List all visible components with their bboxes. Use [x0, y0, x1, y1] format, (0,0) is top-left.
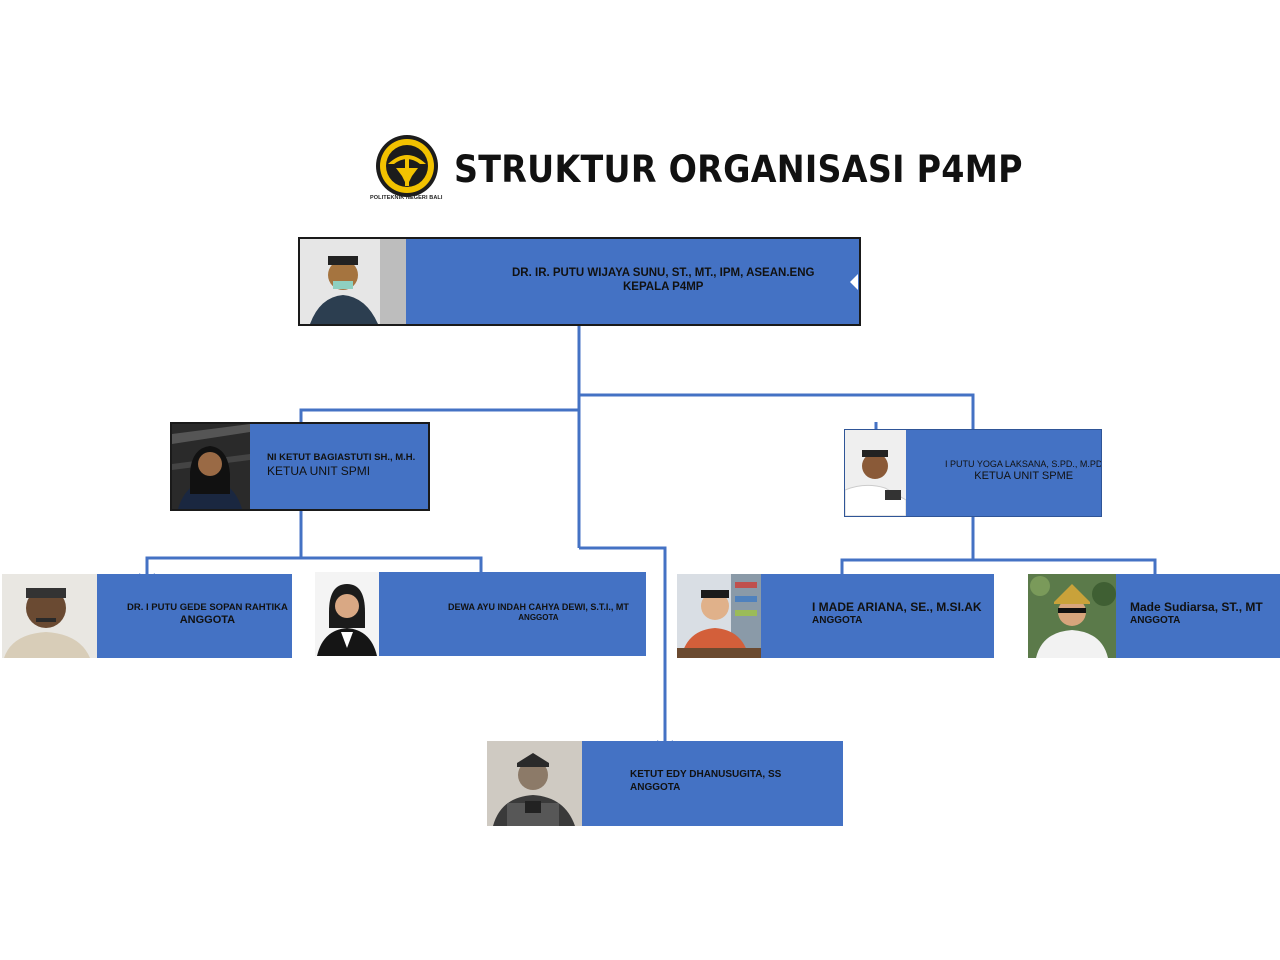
member-box-4: Made Sudiarsa, ST., MT ANGGOTA — [1028, 574, 1280, 658]
head-role: KEPALA P4MP — [622, 281, 704, 294]
spme-text: I PUTU YOGA LAKSANA, S.PD., M.PD KETUA U… — [945, 459, 1101, 484]
member-role-1: ANGGOTA — [179, 613, 236, 626]
member-text-2: DEWA AYU INDAH CAHYA DEWI, S.T.I., MT AN… — [448, 602, 629, 623]
member-name-5: KETUT EDY DHANUSUGITA, SS — [630, 769, 782, 780]
spmi-text: NI KETUT BAGIASTUTI SH., M.H. KETUA UNIT… — [267, 452, 415, 479]
member-box-5: KETUT EDY DHANUSUGITA, SS ANGGOTA — [487, 741, 843, 826]
member-photo-3 — [677, 574, 761, 658]
member-text-5: KETUT EDY DHANUSUGITA, SS ANGGOTA — [630, 769, 781, 794]
spme-photo — [845, 430, 906, 516]
member-name-1: DR. I PUTU GEDE SOPAN RAHTIKA — [127, 602, 288, 613]
head-arrow — [850, 274, 858, 290]
member-photo-2 — [315, 572, 379, 656]
member-role-3: ANGGOTA — [812, 615, 863, 626]
spmi-photo — [172, 424, 250, 509]
member-photo-4 — [1028, 574, 1116, 658]
spmi-name: NI KETUT BAGIASTUTI SH., M.H. — [267, 452, 416, 463]
member-photo-1 — [2, 574, 97, 658]
member-role-4: ANGGOTA — [1130, 615, 1181, 626]
logo-caption: POLITEKNIK NEGERI BALI — [370, 195, 443, 201]
page-title: STRUKTUR ORGANISASI P4MP — [454, 148, 1023, 191]
member-role-5: ANGGOTA — [630, 781, 681, 793]
spme-box: I PUTU YOGA LAKSANA, S.PD., M.PD KETUA U… — [844, 429, 1102, 517]
head-name: DR. IR. PUTU WIJAYA SUNU, ST., MT., IPM,… — [512, 267, 815, 279]
member-text-3: I MADE ARIANA, SE., M.SI.AK ANGGOTA — [812, 600, 982, 628]
spme-name: I PUTU YOGA LAKSANA, S.PD., M.PD — [945, 459, 1101, 469]
spmi-role: KETUA UNIT SPMI — [267, 463, 371, 478]
member-text-4: Made Sudiarsa, ST., MT ANGGOTA — [1130, 600, 1263, 628]
header: POLITEKNIK NEGERI BALI STRUKTUR ORGANISA… — [368, 134, 1028, 206]
member-text-1: DR. I PUTU GEDE SOPAN RAHTIKA ANGGOTA — [127, 602, 288, 628]
head-photo — [300, 239, 406, 324]
politeknik-logo: POLITEKNIK NEGERI BALI — [368, 134, 446, 206]
member-box-1: DR. I PUTU GEDE SOPAN RAHTIKA ANGGOTA — [2, 574, 292, 658]
member-box-3: I MADE ARIANA, SE., M.SI.AK ANGGOTA — [677, 574, 994, 658]
member-name-2: DEWA AYU INDAH CAHYA DEWI, S.T.I., MT — [448, 602, 629, 612]
head-text: DR. IR. PUTU WIJAYA SUNU, ST., MT., IPM,… — [512, 266, 814, 295]
spme-role: KETUA UNIT SPME — [974, 470, 1074, 483]
member-name-4: Made Sudiarsa, ST., MT — [1130, 600, 1263, 614]
member-photo-5 — [487, 741, 582, 826]
head-box: DR. IR. PUTU WIJAYA SUNU, ST., MT., IPM,… — [298, 237, 861, 326]
member-box-2: DEWA AYU INDAH CAHYA DEWI, S.T.I., MT AN… — [315, 572, 646, 656]
member-role-2: ANGGOTA — [518, 613, 559, 623]
member-name-3: I MADE ARIANA, SE., M.SI.AK — [812, 600, 982, 614]
spmi-box: NI KETUT BAGIASTUTI SH., M.H. KETUA UNIT… — [170, 422, 430, 511]
